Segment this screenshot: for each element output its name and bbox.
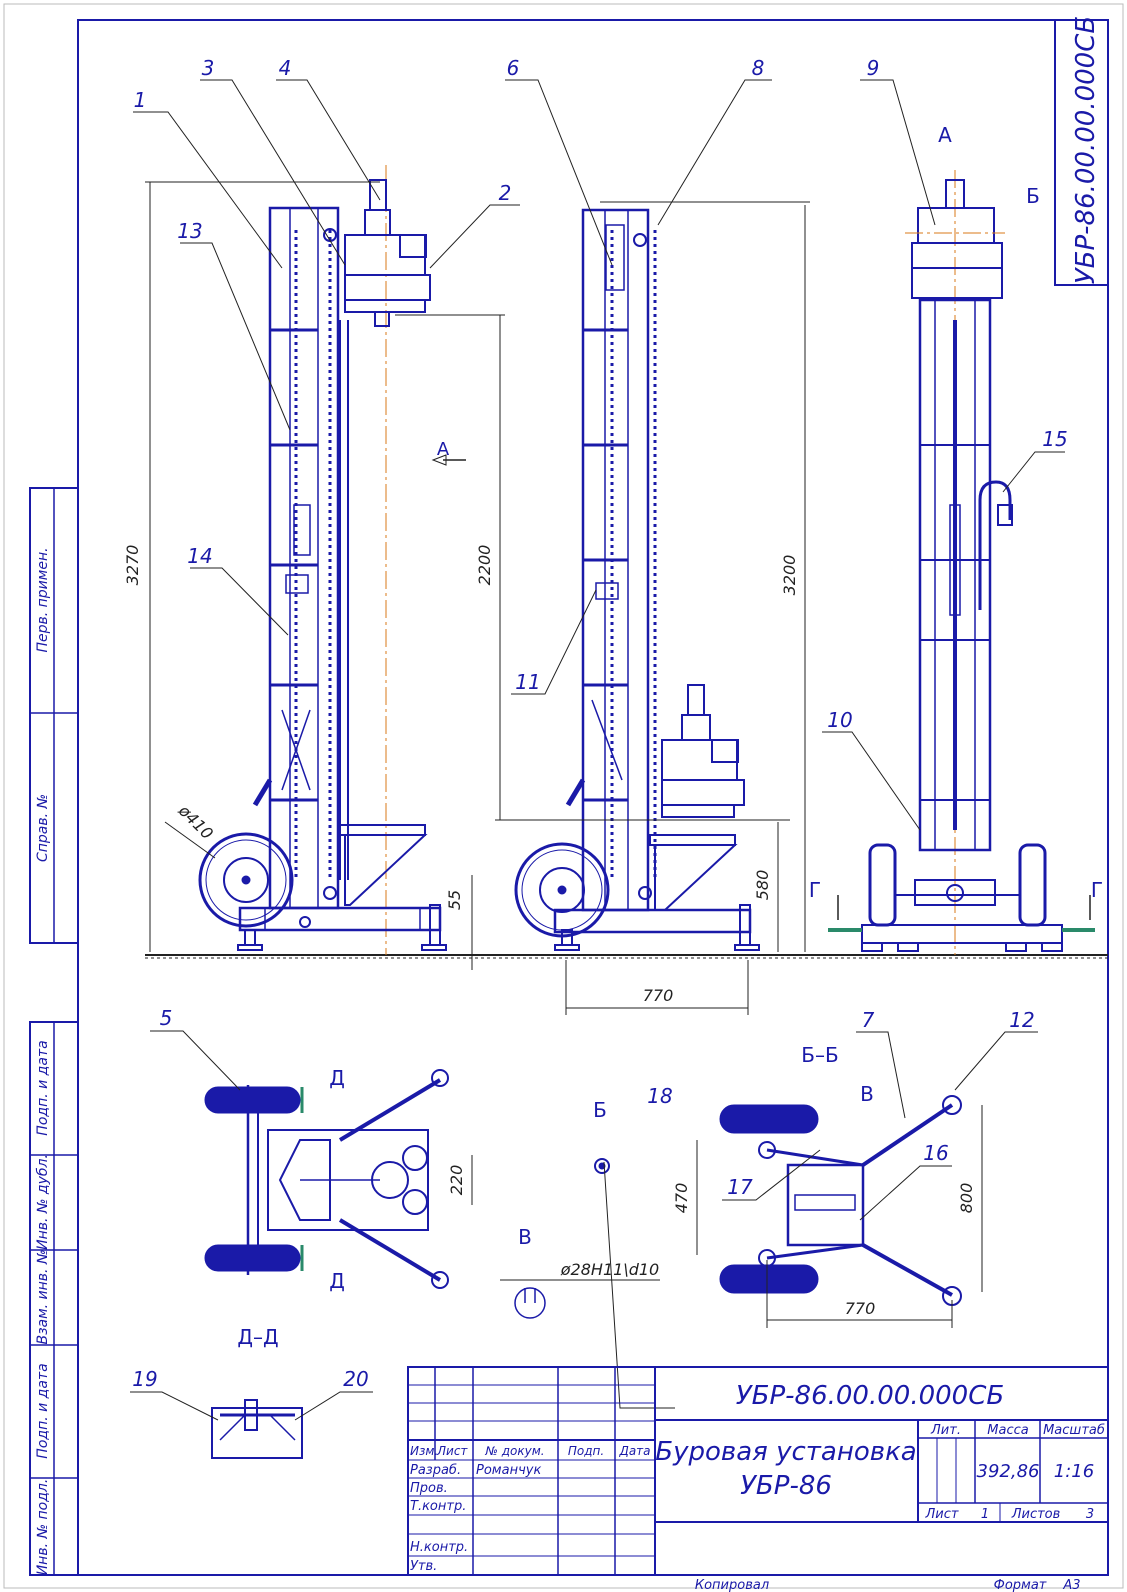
side-label-dubl: Инв. № дубл. (35, 1154, 51, 1250)
title-code: УБР-86.00.00.000СБ (736, 1381, 1004, 1411)
title-name-2: УБР-86 (740, 1471, 832, 1501)
side-strip: Перв. примен. Справ. № Подп. и дата Инв.… (29, 487, 79, 1576)
outer-border (3, 3, 1124, 1589)
dim-2200: 2200 (475, 545, 494, 586)
section-dd-title: Д–Д (237, 1325, 278, 1349)
sheets-total: 3 (1086, 1507, 1094, 1522)
section-bb-title: Б–Б (801, 1043, 838, 1067)
callout-12: 12 (1009, 1008, 1034, 1032)
callout-18-label: 18 (647, 1084, 672, 1108)
vertical-code-box: УБР-86.00.00.000СБ (1054, 16, 1109, 286)
format-value: А3 (1062, 1578, 1080, 1592)
ground-line (145, 954, 1108, 959)
callout-17: 17 (727, 1175, 753, 1199)
view-labels: А А Б Г Г Д Д Б–Б Д–Д Б В В (237, 123, 1103, 1349)
role-nkontr: Н.контр. (410, 1540, 468, 1555)
section-dd-view (211, 1399, 303, 1459)
leader-numbers: 1 2 3 4 6 8 9 11 13 14 15 10 5 18 18 7 1… (132, 56, 1067, 1391)
callout-15: 15 (1042, 427, 1067, 451)
hdr-data: Дата (618, 1444, 650, 1458)
dim-55: 55 (445, 890, 464, 910)
role-prov: Пров. (410, 1481, 448, 1496)
mark-b-top: Б (1026, 184, 1040, 208)
hdr-izm: Изм. (410, 1444, 438, 1458)
detail-v-label: В (518, 1225, 532, 1249)
section-g-right: Г (1091, 878, 1103, 902)
view-d-1: Д (329, 1066, 345, 1090)
callout-13: 13 (177, 219, 202, 243)
sheet-number: 1 (981, 1507, 989, 1522)
dim-580: 580 (753, 870, 772, 901)
arrow-a-label: А (437, 439, 450, 460)
dim-wheel: ø410 (174, 800, 217, 843)
section-g-left: Г (809, 878, 821, 902)
side-label-perv: Перв. примен. (35, 547, 51, 652)
sheet-label: Лист (925, 1507, 959, 1522)
mass-value: 392,86 (977, 1461, 1040, 1482)
dimension-lines (145, 181, 983, 1328)
callout-3: 3 (202, 56, 215, 80)
callout-1: 1 (134, 88, 147, 112)
rig-front-view (198, 165, 447, 955)
vertical-doc-code: УБР-86.00.00.000СБ (1071, 16, 1101, 284)
rig-side-view (514, 208, 760, 951)
hdr-podp: Подп. (568, 1444, 604, 1458)
callout-11: 11 (515, 670, 540, 694)
callout-10: 10 (827, 708, 852, 732)
author-name: Романчук (476, 1463, 541, 1478)
callout-4: 4 (279, 56, 292, 80)
side-label-podp2: Подп. и дата (35, 1363, 51, 1458)
view-a-title: А (938, 123, 952, 147)
title-name-1: Буровая установка (655, 1437, 916, 1467)
scale-label: Масштаб (1043, 1423, 1105, 1438)
section-bb-view (719, 1095, 962, 1306)
mass-label: Масса (987, 1423, 1028, 1438)
sheets-label: Листов (1011, 1507, 1061, 1522)
plan-view-left (204, 1069, 449, 1289)
callout-7: 7 (862, 1008, 875, 1032)
sheet-footer: Копировал Формат А3 (695, 1578, 1081, 1592)
dim-470: 470 (672, 1183, 691, 1214)
callout-5: 5 (160, 1006, 173, 1030)
dim-3270: 3270 (123, 545, 142, 586)
rig-view-a (828, 170, 1095, 955)
hdr-list: Лист (436, 1444, 468, 1458)
callout-6: 6 (507, 56, 520, 80)
callout-14: 14 (187, 544, 212, 568)
role-tkontr: Т.контр. (410, 1499, 466, 1514)
dim-800: 800 (957, 1183, 976, 1214)
role-utv: Утв. (410, 1559, 437, 1574)
dim-770-a: 770 (643, 986, 674, 1005)
hdr-doc: № докум. (484, 1444, 544, 1458)
leader-lines (130, 79, 1065, 1421)
dim-fit: ø28H11\d10 (560, 1260, 659, 1279)
copied-label: Копировал (695, 1578, 769, 1592)
callout-2: 2 (499, 181, 512, 205)
callout-9: 9 (867, 56, 880, 80)
side-label-podp1: Подп. и дата (35, 1040, 51, 1135)
side-label-sprav: Справ. № (35, 794, 51, 862)
dim-770-b: 770 (845, 1299, 876, 1318)
role-razrab: Разраб. (410, 1463, 461, 1478)
callout-19: 19 (132, 1367, 157, 1391)
side-label-vzam: Взам. инв. № (35, 1249, 51, 1344)
dim-220: 220 (447, 1165, 466, 1196)
detail-marks (500, 1158, 660, 1319)
format-label: Формат (994, 1578, 1047, 1592)
mark-v-plan: В (860, 1082, 874, 1106)
callout-8: 8 (752, 56, 765, 80)
view-d-2: Д (329, 1269, 345, 1293)
scale-value: 1:16 (1054, 1461, 1094, 1482)
detail-b-label: Б (593, 1098, 607, 1122)
title-block: УБР-86.00.00.000СБ Буровая установка УБР… (407, 1366, 1109, 1576)
side-label-podl: Инв. № подл. (35, 1479, 51, 1576)
dimension-values: 3270 2200 3200 580 55 770 770 220 470 80… (123, 545, 976, 1318)
callout-16: 16 (923, 1141, 948, 1165)
lit-label: Лит. (930, 1423, 961, 1438)
callout-20: 20 (343, 1367, 368, 1391)
dim-3200: 3200 (780, 555, 799, 596)
